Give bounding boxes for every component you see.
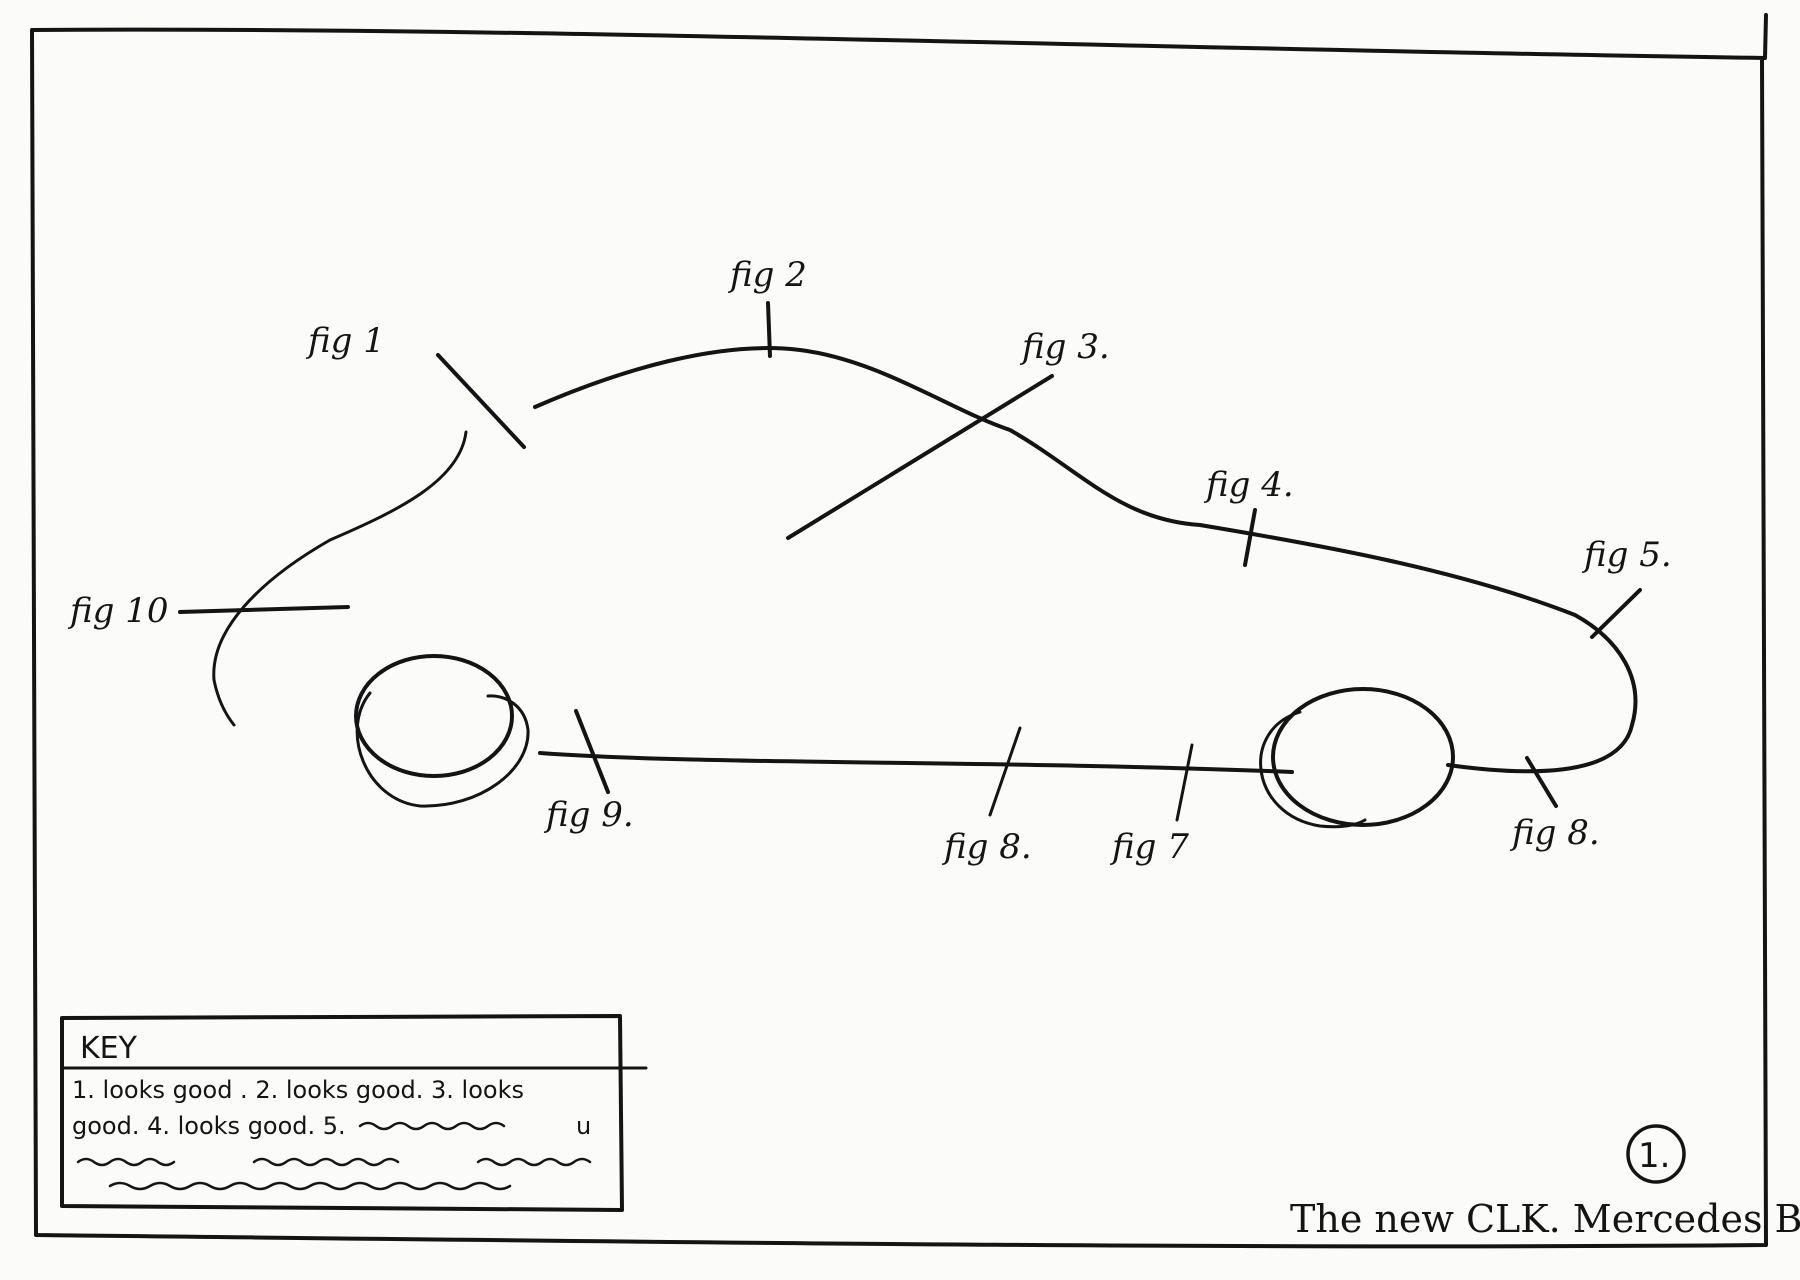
key-scribble-2 [76,1157,592,1167]
fig7-callout [1175,743,1194,822]
fig6-label: fig 8. [941,827,1032,867]
key-scribble-3 [108,1181,512,1191]
fig1-callout [436,353,526,449]
rear-wheel [1271,687,1455,827]
fig4-callout [1243,508,1257,567]
key-scribble-1 [358,1121,506,1131]
fig2-callout [766,301,772,358]
key-border [60,1014,624,1212]
key-line-1: 1. looks good . 2. looks good. 3. looks [72,1076,524,1104]
fig9-callout [574,709,610,794]
fig5-callout [1590,588,1642,639]
key-line-2: good. 4. looks good. 5. [72,1112,346,1140]
page-number-circle [1626,1124,1686,1184]
front-wheel [354,654,514,778]
caption: The new CLK. Mercedes Benz [1290,1197,1800,1241]
front-wheel-outer [355,691,530,808]
fig3-callout [786,374,1054,540]
key-scribble-mark-1: u [576,1112,591,1140]
key-title: KEY [80,1031,138,1066]
fig10-label: fig 10 [67,591,169,631]
fig5-label: fig 5. [1581,535,1672,575]
car-bottom-line [538,751,1294,774]
fig9-label: fig 9. [543,795,634,835]
car-front-line [212,430,468,727]
fig2-label: fig 2 [727,255,807,295]
rear-wheel-outer [1259,710,1367,829]
fig4-label: fig 4. [1203,465,1294,505]
fig8-callout [1525,756,1558,808]
fig6-callout [988,726,1022,817]
fig8-label: fig 8. [1509,813,1600,853]
key-box: KEY 1. looks good . 2. looks good. 3. lo… [60,1014,648,1212]
page-number: 1. [1638,1136,1670,1176]
fig10-callout [178,605,350,614]
car-roof-line [533,346,1638,774]
fig7-label: fig 7 [1109,827,1189,867]
fig3-label: fig 3. [1019,327,1110,367]
fig1-label: fig 1 [305,321,385,361]
page-border [30,13,1768,1249]
